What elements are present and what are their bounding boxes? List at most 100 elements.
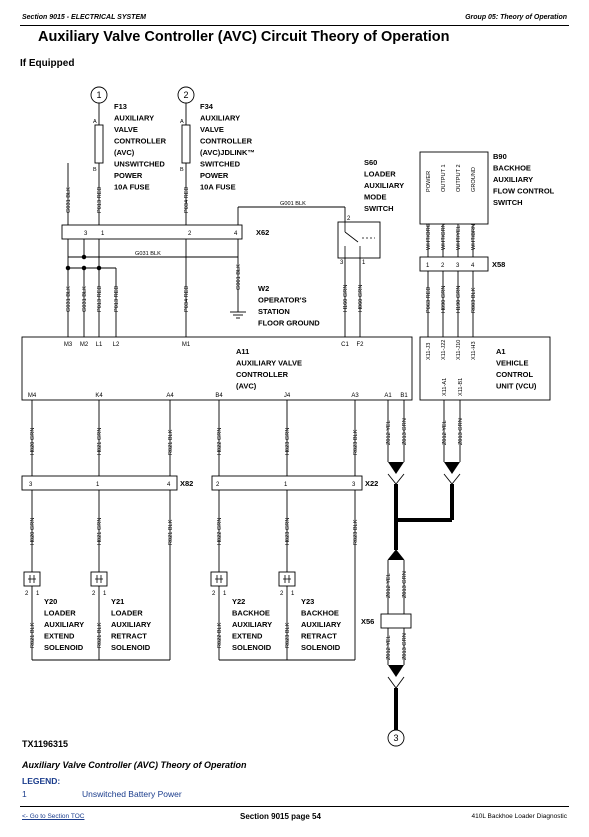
f13-label-line: POWER [114,171,143,180]
y21-pin: 2 [92,591,96,597]
b90-pin-label: GROUND [471,167,477,192]
footer-doc-title: 410L Backhoe Loader Diagnostic [471,813,567,820]
y21-pin: 1 [103,591,107,597]
b90-pin-label: OUTPUT 1 [441,164,447,192]
can-bus [394,484,454,731]
wire-label: Z012 YEL [386,420,392,445]
wire-label: P063 RED [426,287,432,313]
wire-label: Z013 GRN [402,571,408,598]
horizontal-wire-labels: G031 BLK G001 BLK [135,201,306,257]
fuse-ab-labels: A B A B [93,119,184,173]
wire-label: G031 BLK [82,286,88,312]
wire-label: G031 BLK [135,251,161,257]
a11-pin: J4 [284,393,291,399]
wire-label: H060 GRN [358,285,364,312]
wire-label: Z013 GRN [402,571,408,598]
a11-label-line: CONTROLLER [236,370,289,379]
f13-label: F13AUXILIARYVALVECONTROLLER(AVC)UNSWITCH… [114,102,167,192]
wire-label: H090 GRN [441,286,447,313]
wire-label: P034 RED [184,286,190,312]
y21-label-line: AUXILIARY [111,620,151,629]
wire-label: P034 RED [184,187,190,213]
a11-pin: L1 [96,342,103,348]
wire-label: R021 BLK [168,429,174,455]
w2-label-line: STATION [258,307,290,316]
s60-label-line: S60 [364,158,377,167]
page-subtitle: If Equipped [20,58,75,69]
wire-label: G031 BLK [66,286,72,312]
a11-pins: M3 M2 L1 L2 M1 C1 F2 M4 K4 A4 B4 J4 A3 A… [28,342,409,399]
wire-label: H020 GRN [30,428,36,455]
wire-label: H023 GRN [285,518,291,545]
f13-label-line: AUXILIARY [114,114,154,123]
x58-label: X58 [492,260,505,269]
wire-label: R021 BLK [97,622,103,648]
f34-b: B [180,167,184,173]
wire-label: H160 GRN [343,285,349,312]
wire-label: H022 GRN [217,428,223,455]
b90-label-line: BACKHOE [493,164,531,173]
x82-pin: 4 [167,482,171,488]
wire-label: P034 RED [184,286,190,312]
wire-label: WHT/ORG [426,223,432,250]
a1-pin-label: X11-B1 [458,378,464,396]
b90-label-line: AUXILIARY [493,175,533,184]
x82-pin: 3 [29,482,33,488]
wire-label: Z012 YEL [386,635,392,660]
f13-label-line: 10A FUSE [114,183,150,192]
y23-pin: 2 [280,591,284,597]
a11-pin: K4 [95,393,103,399]
a11-pin: C1 [341,342,349,348]
x82-label: X82 [180,479,193,488]
f13-label-line: UNSWITCHED [114,160,165,169]
f34-label-line: SWITCHED [200,160,241,169]
a1-pin-label: X11-J3 [426,343,432,360]
wire-label: P013 RED [97,187,103,213]
b90-label-line: B90 [493,152,507,161]
header-section: Section 9015 - ELECTRICAL SYSTEM [22,14,146,21]
f34-label-line: POWER [200,171,229,180]
wire-label: H021 GRN [97,518,103,545]
a1-pin-label: X11-J10 [456,340,462,360]
wire-label: R022 BLK [217,622,223,648]
y20-label-line: LOADER [44,609,76,618]
component-labels: F13AUXILIARYVALVECONTROLLER(AVC)UNSWITCH… [44,102,555,652]
wire-label: Z012 YEL [442,420,448,445]
wire-label: R003 BLK [471,287,477,313]
header-rule [20,25,569,26]
wire-label: R021 BLK [168,519,174,545]
wire-label: P013 RED [97,187,103,213]
y22-pin: 1 [223,591,227,597]
wire-label: R003 BLK [471,287,477,313]
wire-label: Z012 YEL [386,573,392,598]
legend-item-text: Unswitched Battery Power [82,789,182,799]
go-to-section-toc-link[interactable]: <- Go to Section TOC [22,813,85,820]
wire-label: H021 GRN [97,518,103,545]
wire-label: Z012 YEL [386,420,392,445]
y22-label-line: BACKHOE [232,609,270,618]
f34-label-line: 10A FUSE [200,183,236,192]
connector-labels: X62 X58 X82 X22 X56 [180,228,505,626]
x62-pin: 1 [101,231,105,237]
wire-label: P013 RED [114,286,120,312]
wire-label: H090 GRN [441,286,447,313]
wire-label: WHT/BRN [471,224,477,250]
f34-label: F34AUXILIARYVALVECONTROLLER(AVC)JDLINK™S… [200,102,255,192]
wire-label: WHT/GRN [441,223,447,250]
y20-pin: 2 [25,591,29,597]
b90-pin-label: OUTPUT 1 [441,164,447,192]
wire-label: Z013 GRN [402,418,408,445]
wire-label: R023 BLK [353,519,359,545]
y21-label-line: RETRACT [111,632,147,641]
wire-label: H160 GRN [343,285,349,312]
wire-label: P063 RED [426,287,432,313]
y20-label-line: SOLENOID [44,643,84,652]
s60-pin: 1 [362,260,366,266]
y23-label-line: AUXILIARY [301,620,341,629]
a11-pin: B4 [215,393,223,399]
